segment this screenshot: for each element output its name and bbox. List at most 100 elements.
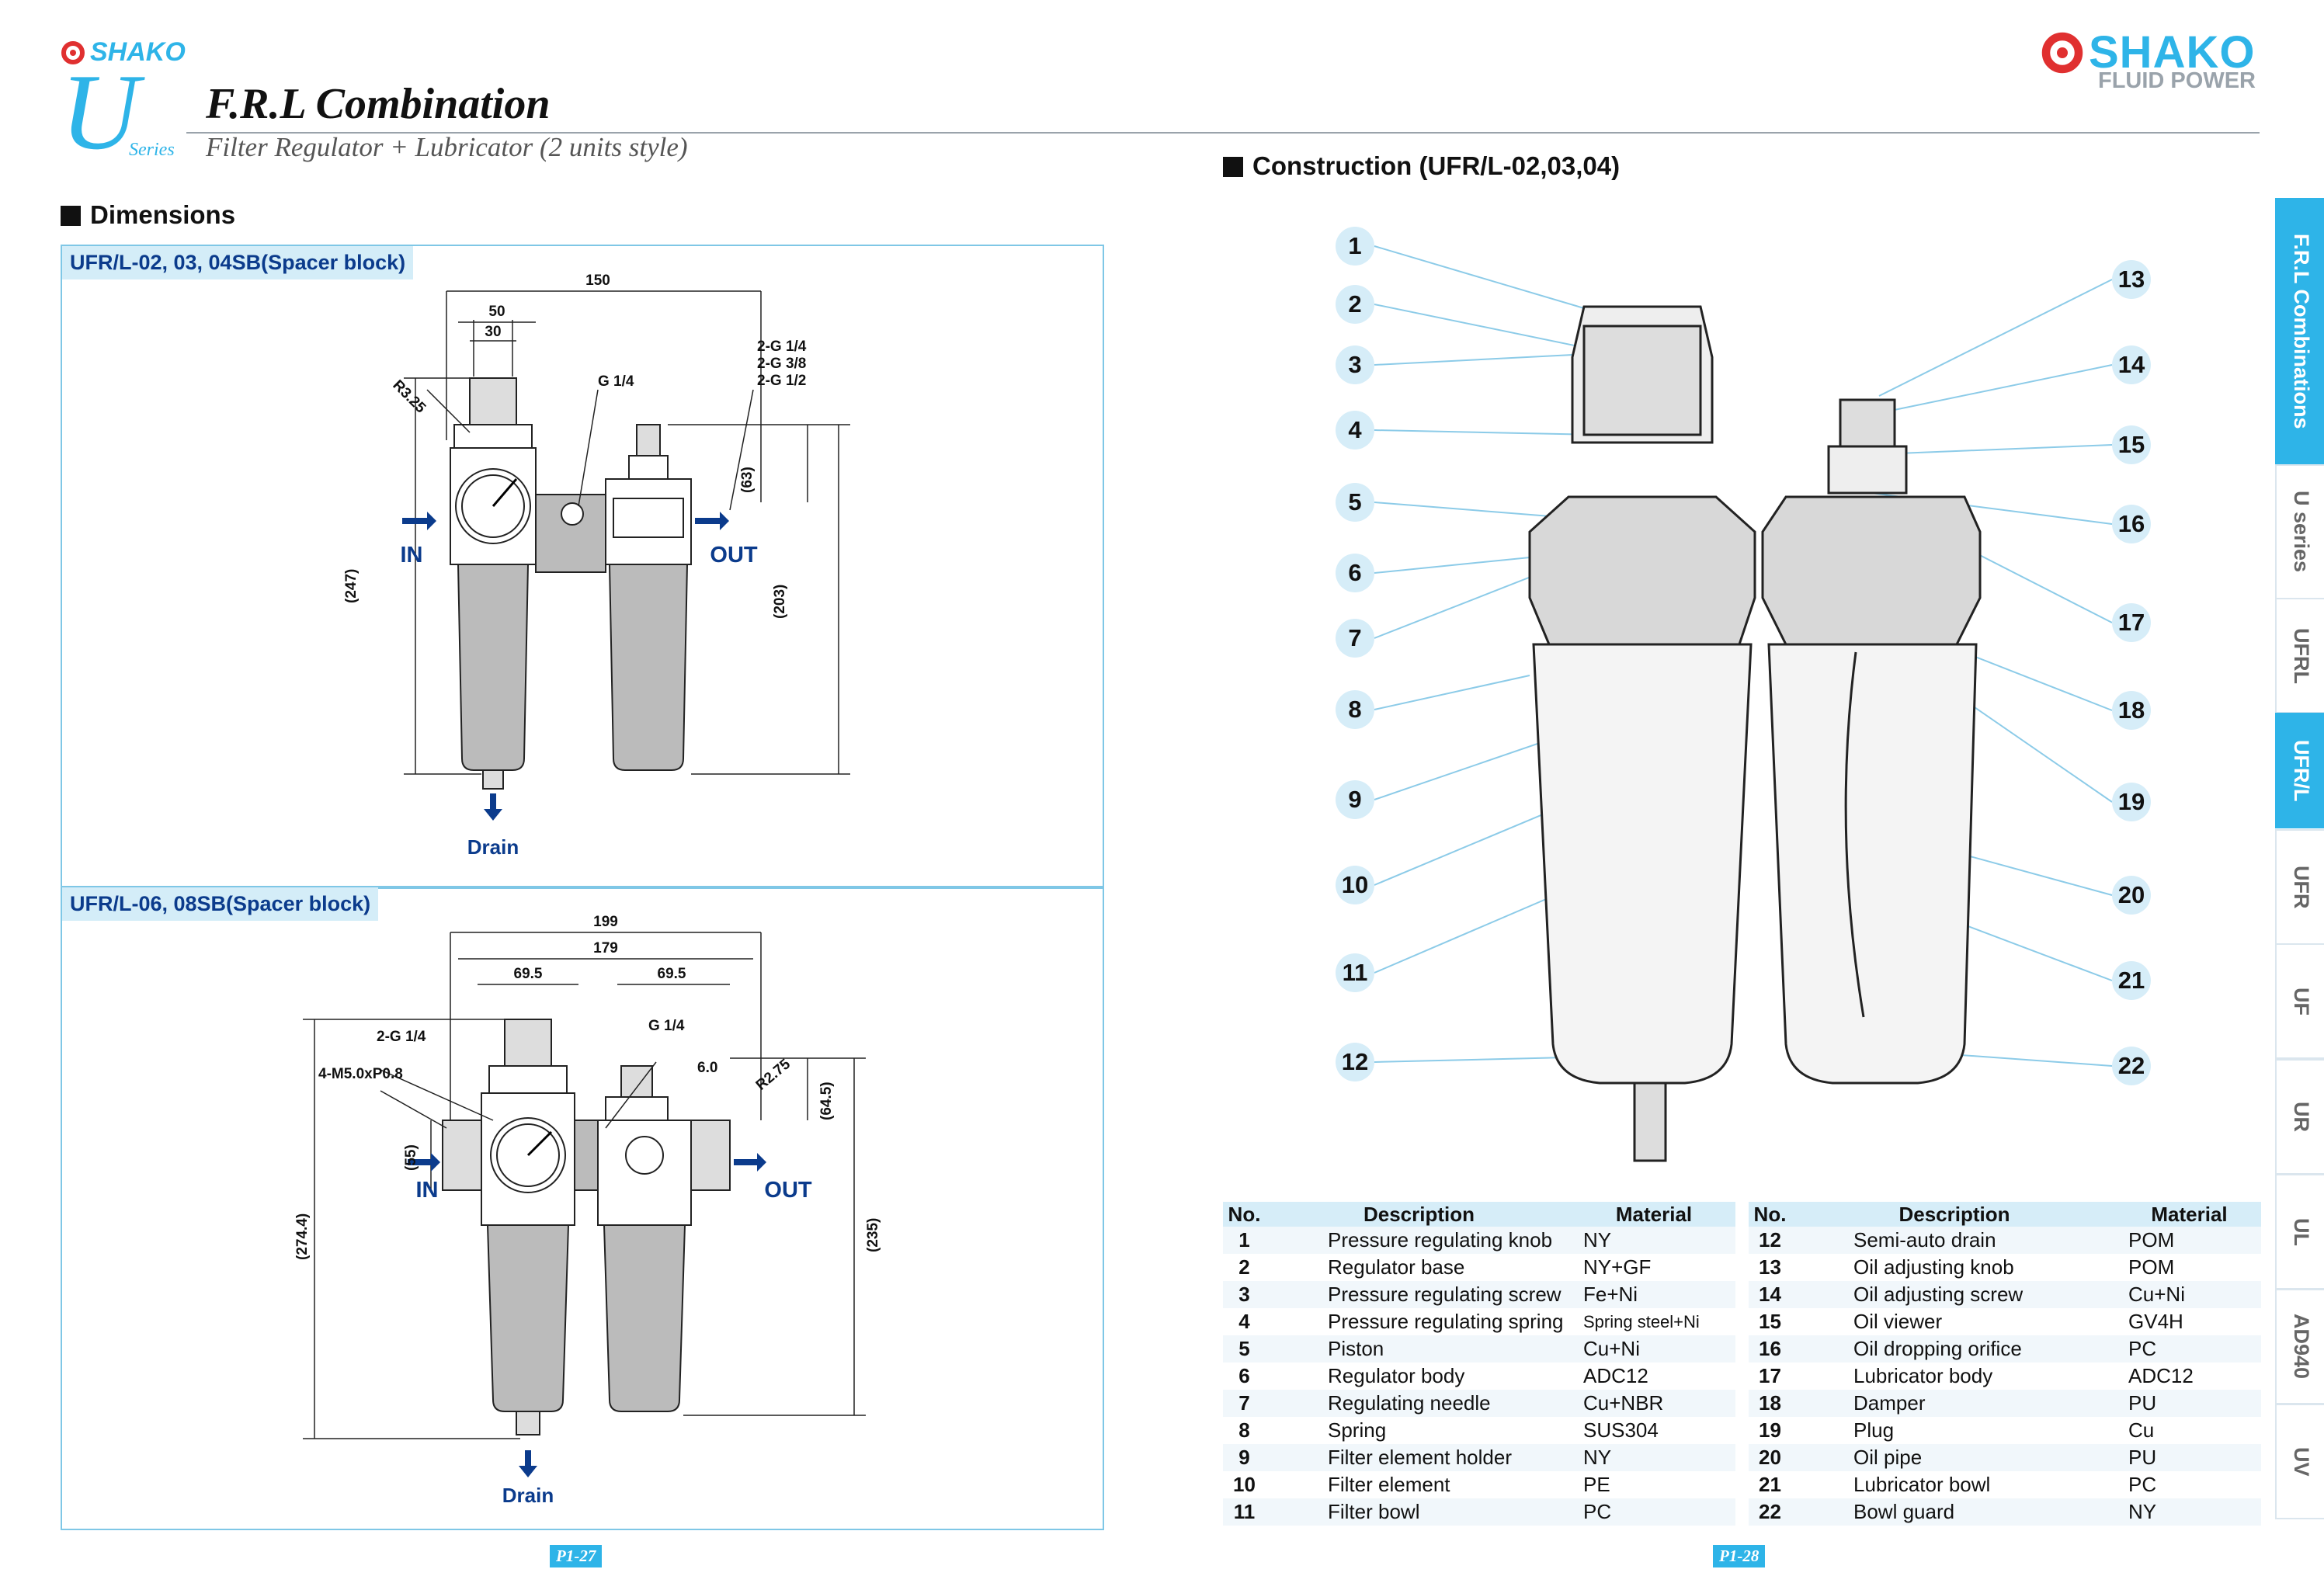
callout-22: 22 <box>2112 1047 2151 1085</box>
side-tab-ufr-l[interactable]: UFR/L <box>2275 713 2324 828</box>
side-tab-ur[interactable]: UR <box>2275 1059 2324 1175</box>
part-number: 5 <box>1223 1335 1266 1363</box>
part-description: Filter bowl <box>1266 1498 1572 1526</box>
dim-695-left: 69.5 <box>514 966 543 982</box>
callout-20: 20 <box>2112 876 2151 915</box>
side-tab-label: UFR <box>2290 865 2313 909</box>
dim-r275: R2.75 <box>753 1056 794 1094</box>
part-number: 2 <box>1238 1255 1250 1279</box>
dim-645: (64.5) <box>818 1081 835 1120</box>
side-tab-label: UFRL <box>2290 627 2313 684</box>
dimensions-panel-1: UFR/L-02, 03, 04SB(Spacer block) <box>61 245 1104 889</box>
part-description: Pressure regulating spring <box>1328 1310 1564 1333</box>
part-description: Lubricator body <box>1853 1364 1993 1387</box>
page-number-left: P1-27 <box>550 1545 603 1567</box>
part-number: 6 <box>1238 1364 1250 1387</box>
header-divider <box>186 132 2260 134</box>
part-material: SUS304 <box>1583 1418 1659 1442</box>
dim-199: 199 <box>593 914 618 930</box>
part-material: Spring steel+Ni <box>1583 1311 1700 1331</box>
page-subtitle: Filter Regulator + Lubricator (2 units s… <box>206 132 688 162</box>
side-tab-ad940[interactable]: AD940 <box>2275 1289 2324 1404</box>
callout-7: 7 <box>1336 619 1374 658</box>
side-tab-uf[interactable]: UF <box>2275 943 2324 1059</box>
part-description: Oil adjusting screw <box>1791 1281 2117 1308</box>
part-description: Regulating needle <box>1266 1390 1572 1417</box>
part-number: 20 <box>1749 1444 1791 1471</box>
side-tab-label: AD940 <box>2290 1314 2313 1380</box>
side-tab-label: UFR/L <box>2290 739 2313 802</box>
callout-21: 21 <box>2112 961 2151 1000</box>
part-material: NY+GF <box>1583 1255 1652 1279</box>
dimensions-panel-2: UFR/L-06, 08SB(Spacer block) <box>61 886 1104 1530</box>
frl-dimension-drawing-1: 150 50 30 R3.25 G 1/4 2-G 1/4 2-G 3/8 2-… <box>343 273 850 859</box>
part-material: PE <box>1583 1473 1610 1496</box>
part-description: Oil viewer <box>1853 1310 1943 1333</box>
callout-17: 17 <box>2112 603 2151 642</box>
col-header-description: Description <box>1791 1202 2117 1227</box>
dim-695-right: 69.5 <box>658 966 686 982</box>
col-header-material: Material <box>1572 1202 1735 1227</box>
callout-13: 13 <box>2112 260 2151 299</box>
label-in: IN <box>416 1178 439 1203</box>
callout-16: 16 <box>2112 505 2151 543</box>
dim-30: 30 <box>485 324 501 340</box>
part-number: 10 <box>1233 1473 1256 1496</box>
part-number: 11 <box>1223 1498 1266 1526</box>
side-tab-label: F.R.L Combinations <box>2290 234 2313 429</box>
callout-3: 3 <box>1336 345 1374 384</box>
callout-19: 19 <box>2112 783 2151 821</box>
part-number: 1 <box>1223 1227 1266 1254</box>
part-material: PU <box>2117 1390 2261 1417</box>
dim-150: 150 <box>585 273 610 289</box>
callout-18: 18 <box>2112 691 2151 730</box>
col-header-no: No. <box>1749 1202 1791 1227</box>
callout-8: 8 <box>1336 690 1374 729</box>
side-tab-ul[interactable]: UL <box>2275 1174 2324 1290</box>
part-material: POM <box>2117 1227 2261 1254</box>
callout-4: 4 <box>1336 411 1374 450</box>
dim-port: 2-G 1/4 <box>377 1029 426 1045</box>
part-number: 7 <box>1223 1390 1266 1417</box>
callout-5: 5 <box>1336 483 1374 522</box>
side-tab-label: UV <box>2290 1446 2313 1477</box>
callout-10: 10 <box>1336 866 1374 904</box>
part-material: Cu+Ni <box>1572 1335 1735 1363</box>
part-number: 21 <box>1759 1473 1781 1496</box>
part-material: ADC12 <box>1583 1364 1648 1387</box>
part-number: 16 <box>1749 1335 1791 1363</box>
label-in: IN <box>401 543 423 568</box>
series-letter: U <box>61 52 140 172</box>
brand-logo-small: SHAKO <box>61 37 186 68</box>
callout-15: 15 <box>2112 425 2151 464</box>
dim-screw: 4-M5.0xP0.8 <box>318 1066 403 1082</box>
part-description: Oil adjusting knob <box>1853 1255 2014 1279</box>
part-description: Piston <box>1266 1335 1572 1363</box>
part-number: 19 <box>1759 1418 1781 1442</box>
dim-r325: R3.25 <box>389 377 429 417</box>
side-tab-ufrl[interactable]: UFRL <box>2275 598 2324 713</box>
part-material: NY <box>2117 1498 2261 1526</box>
logo-ring-icon <box>2041 32 2083 73</box>
part-number: 12 <box>1749 1227 1791 1254</box>
brand-logo-large: SHAKO FLUID POWER <box>2041 26 2266 93</box>
brand-tagline: FLUID POWER <box>2098 68 2256 93</box>
side-tab-ufr[interactable]: UFR <box>2275 829 2324 945</box>
part-number: 13 <box>1759 1255 1781 1279</box>
side-tab-u-series[interactable]: U series <box>2275 464 2324 599</box>
part-material: POM <box>2128 1255 2175 1279</box>
side-tab-f-r-l-combinations[interactable]: F.R.L Combinations <box>2275 198 2324 465</box>
side-tab-label: U series <box>2290 491 2313 573</box>
page-number-right: P1-28 <box>1713 1545 1766 1567</box>
panel-1-tab: UFR/L-02, 03, 04SB(Spacer block) <box>62 246 414 279</box>
part-number: 14 <box>1749 1281 1791 1308</box>
side-tab-uv[interactable]: UV <box>2275 1404 2324 1519</box>
